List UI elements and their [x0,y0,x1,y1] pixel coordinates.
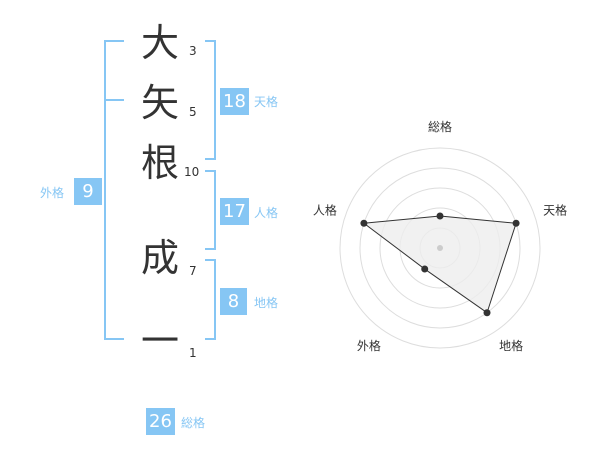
soukaku-badge: 26 [146,408,175,435]
radar-axis-label-2: 天格 [543,203,567,218]
radar-ring [359,167,521,329]
radar-axis-label-3: 地格 [499,338,523,353]
radar-center [437,245,443,251]
tenkaku-badge: 18 [220,88,249,115]
stroke-count-1: 3 [189,44,197,58]
chikaku-bracket [205,259,216,340]
radar-point-4 [421,265,429,273]
tenkaku-bracket [205,40,216,160]
jinkaku-label: 人格 [254,206,279,220]
name-char-2: 矢 [141,81,180,125]
gaikaku-badge: 9 [74,178,102,205]
name-char-3: 根 [141,141,180,185]
radar-point-5 [360,219,368,227]
radar-axis-label-1: 総格 [428,119,452,134]
jinkaku-badge: 17 [220,198,249,225]
stroke-count-5: 1 [189,346,197,360]
stroke-count-3: 10 [184,165,200,179]
name-char-5: 一 [141,319,180,363]
stroke-count-4: 7 [189,264,197,278]
name-char-1: 大 [141,21,180,65]
name-char-4: 成 [141,236,180,280]
radar-ring [339,147,541,349]
chikaku-badge: 8 [220,288,247,315]
jinkaku-bracket [205,170,216,250]
radar-point-3 [483,309,491,317]
gaikaku-bracket-tick [104,99,124,101]
chikaku-label: 地格 [254,296,279,310]
gaikaku-label: 外格 [40,186,65,200]
radar-axis-label-5: 人格 [313,203,337,218]
gaikaku-bracket [104,40,124,340]
tenkaku-label: 天格 [254,95,279,109]
stroke-count-2: 5 [189,105,197,119]
radar-point-1 [436,212,444,220]
radar-axis-label-4: 外格 [357,338,381,353]
soukaku-label: 総格 [181,416,206,430]
radar-polygon [362,215,517,314]
radar-point-2 [512,219,520,227]
